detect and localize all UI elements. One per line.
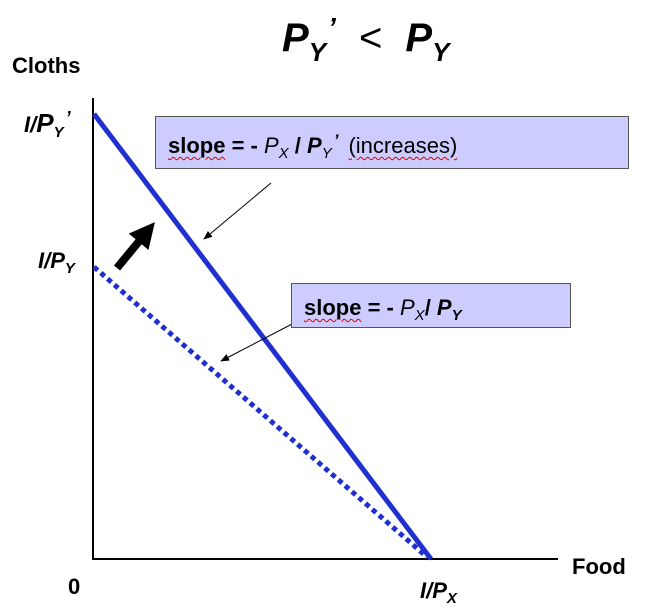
shift-arrow — [113, 222, 155, 271]
y-axis-label: Cloths — [12, 53, 81, 78]
origin-label: 0 — [68, 574, 81, 599]
old-slope-pointer — [220, 322, 295, 362]
y-intercept-new-label: I/PY’ — [24, 108, 71, 141]
diagram-title: PY’ < PY — [282, 12, 450, 67]
old-budget-line — [92, 265, 429, 559]
x-intercept-label: I/PX — [420, 578, 457, 607]
new-slope-pointer — [203, 182, 272, 240]
x-axis-label: Food — [572, 554, 626, 579]
new-slope-callout: slope = - PX / PY’(increases) — [155, 116, 629, 169]
new-budget-line — [92, 112, 433, 561]
y-intercept-old-label: I/PY — [38, 248, 75, 277]
old-slope-callout: slope = - PX/ PY — [291, 283, 571, 328]
